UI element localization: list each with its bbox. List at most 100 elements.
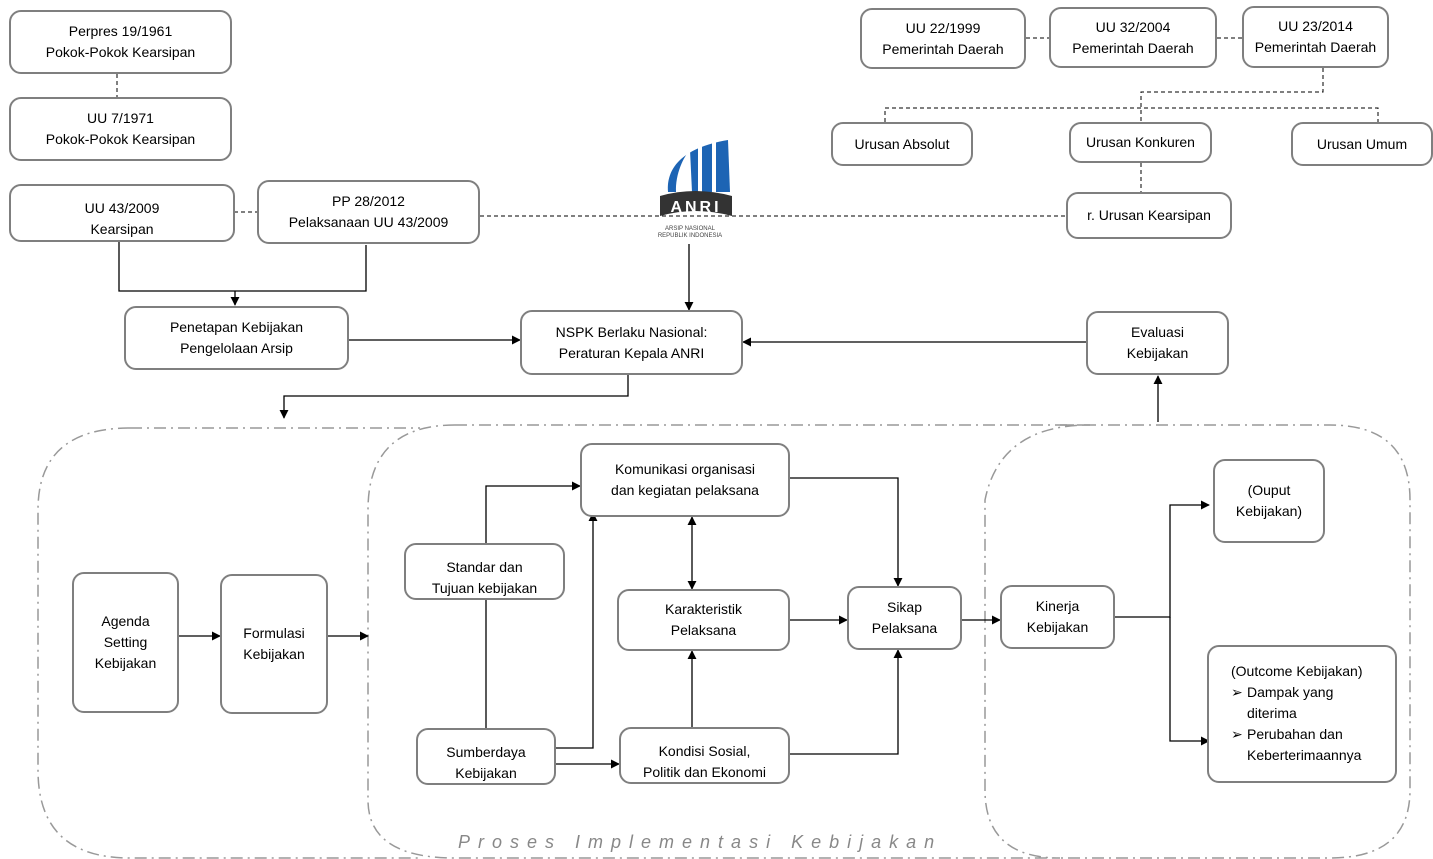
anri-caption: ARSIP NASIONAL REPUBLIK INDONESIA xyxy=(640,226,740,240)
box-line: Standar dan xyxy=(446,559,523,575)
box-line: Setting xyxy=(103,634,148,650)
box-formulasi: Formulasi Kebijakan xyxy=(220,574,328,714)
anri-caption-line1: ARSIP NASIONAL xyxy=(665,226,715,232)
outcome-item-text: Perubahan dan xyxy=(1247,726,1343,742)
box-uu-43-2009: UU 43/2009 Kearsipan xyxy=(9,184,235,242)
box-line: Formulasi xyxy=(243,625,305,641)
box-uu-22-1999: UU 22/1999 Pemerintah Daerah xyxy=(860,8,1026,69)
arrow-kondisi-sikap xyxy=(790,649,903,755)
box-line: PP 28/2012 xyxy=(332,193,405,209)
box-line: UU 7/1971 xyxy=(87,110,154,126)
arrow-standar-komunikasi xyxy=(485,481,581,728)
box-sumberdaya: Sumberdaya Kebijakan xyxy=(416,728,556,785)
box-penetapan-kebijakan: Penetapan Kebijakan Pengelolaan Arsip xyxy=(124,306,349,370)
box-line: Pelaksanaan UU 43/2009 xyxy=(288,214,449,230)
dash-urusan-bar xyxy=(884,107,1379,122)
box-output: (Ouput Kebijakan) xyxy=(1213,459,1325,543)
box-line: dan kegiatan pelaksana xyxy=(611,482,759,498)
box-urusan-konkuren: Urusan Konkuren xyxy=(1069,122,1212,163)
outcome-item-text: Keberterimaannya xyxy=(1247,747,1362,763)
box-line: Peraturan Kepala ANRI xyxy=(558,344,705,361)
box-line: Pemerintah Daerah xyxy=(1254,39,1377,55)
box-komunikasi: Komunikasi organisasi dan kegiatan pelak… xyxy=(580,443,790,517)
frame-performance xyxy=(1060,424,1411,859)
box-outcome: (Outcome Kebijakan) ➢Dampak yang diterim… xyxy=(1207,645,1397,783)
box-line: Kebijakan xyxy=(243,646,305,662)
box-line: Pengelolaan Arsip xyxy=(180,340,293,356)
anri-emblem-icon: ANRI xyxy=(660,140,732,216)
box-line: Kebijakan xyxy=(455,765,517,781)
box-line: Kebijakan xyxy=(94,655,157,671)
box-line: Kondisi Sosial, xyxy=(658,743,751,759)
box-line: Sikap xyxy=(886,599,923,615)
box-line: Kebijakan xyxy=(1126,345,1189,361)
box-pp-28-2012: PP 28/2012 Pelaksanaan UU 43/2009 xyxy=(257,180,480,244)
anri-logo: ANRI ARSIP NASIONAL REPUBLIK INDONESIA xyxy=(640,140,740,245)
box-agenda-setting: Agenda Setting Kebijakan xyxy=(72,572,179,713)
bullet-arrow-icon: ➢ xyxy=(1231,726,1243,742)
box-line: NSPK Berlaku Nasional: xyxy=(555,323,708,340)
box-urusan-umum: Urusan Umum xyxy=(1291,122,1433,166)
box-kondisi: Kondisi Sosial, Politik dan Ekonomi xyxy=(619,727,790,784)
outcome-item-text: Dampak yang xyxy=(1247,684,1334,700)
box-line: Pokok-Pokok Kearsipan xyxy=(45,131,196,147)
anri-logo-text: ANRI xyxy=(670,199,721,216)
box-uu-7-1971: UU 7/1971 Pokok-Pokok Kearsipan xyxy=(9,97,232,161)
frame-policy-process xyxy=(37,427,420,859)
line-kinerja-branch xyxy=(1115,500,1210,618)
box-standar-tujuan: Standar dan Tujuan kebijakan xyxy=(404,543,565,600)
box-line: UU 32/2004 xyxy=(1095,18,1171,35)
box-line: Pelaksana xyxy=(871,620,938,636)
box-line: Kinerja xyxy=(1035,598,1080,614)
box-line: Kebijakan xyxy=(1026,619,1089,635)
box-line: Karakteristik xyxy=(664,601,743,617)
box-urusan-kearsipan: r. Urusan Kearsipan xyxy=(1066,192,1232,239)
bullet-arrow-icon: ➢ xyxy=(1231,684,1243,700)
box-line: UU 23/2014 xyxy=(1278,18,1353,34)
box-line: Pemerintah Daerah xyxy=(1072,39,1194,56)
box-nspk: NSPK Berlaku Nasional: Peraturan Kepala … xyxy=(520,310,743,375)
box-line: Urusan Konkuren xyxy=(1086,134,1195,150)
box-line: r. Urusan Kearsipan xyxy=(1087,207,1211,223)
box-sikap-pelaksana: Sikap Pelaksana xyxy=(847,586,962,650)
outcome-item-text: diterima xyxy=(1247,705,1297,721)
box-line: Agenda xyxy=(101,613,150,629)
box-line: Kebijakan) xyxy=(1235,503,1303,519)
box-line: UU 22/1999 xyxy=(905,19,981,36)
box-urusan-absolut: Urusan Absolut xyxy=(831,122,973,166)
arrow-sumberdaya-komunikasi xyxy=(556,512,598,749)
box-line: Pelaksana xyxy=(670,622,737,638)
dash-uu23-branch xyxy=(1140,68,1324,122)
box-line: Pemerintah Daerah xyxy=(882,40,1004,57)
frame-implementation xyxy=(367,424,1091,859)
anri-caption-line2: REPUBLIK INDONESIA xyxy=(657,233,723,239)
arrow-komunikasi-sikap xyxy=(790,477,903,587)
box-line: Perpres 19/1961 xyxy=(68,23,173,39)
box-kinerja: Kinerja Kebijakan xyxy=(1000,585,1115,649)
box-perpres-19-1961: Perpres 19/1961 Pokok-Pokok Kearsipan xyxy=(9,10,232,74)
outcome-item: ➢Dampak yang xyxy=(1231,682,1333,703)
outcome-title: (Outcome Kebijakan) xyxy=(1231,663,1363,679)
box-line: UU 43/2009 xyxy=(84,200,160,216)
box-line: Pokok-Pokok Kearsipan xyxy=(45,44,196,60)
box-karakteristik: Karakteristik Pelaksana xyxy=(617,589,790,651)
box-line: Evaluasi xyxy=(1131,324,1184,340)
box-evaluasi: Evaluasi Kebijakan xyxy=(1086,311,1229,375)
arrow-nspk-process xyxy=(279,375,629,419)
proses-implementasi-label: Proses Implementasi Kebijakan xyxy=(458,832,943,852)
box-line: Kearsipan xyxy=(90,221,154,237)
arrow-kinerja-outcome xyxy=(1169,617,1210,746)
box-line: Penetapan Kebijakan xyxy=(169,319,304,335)
box-uu-23-2014: UU 23/2014 Pemerintah Daerah xyxy=(1242,6,1389,68)
box-line: Urusan Umum xyxy=(1316,135,1408,152)
box-line: (Ouput xyxy=(1247,482,1291,498)
outcome-item: ➢Perubahan dan xyxy=(1231,724,1343,745)
line-uu43-pp28-merge xyxy=(118,240,367,292)
box-line: Urusan Absolut xyxy=(854,135,950,152)
box-line: Sumberdaya xyxy=(446,744,526,760)
box-line: Komunikasi organisasi xyxy=(614,461,756,477)
box-uu-32-2004: UU 32/2004 Pemerintah Daerah xyxy=(1049,7,1217,68)
box-line: Tujuan kebijakan xyxy=(431,580,538,596)
box-line: Politik dan Ekonomi xyxy=(643,764,766,780)
